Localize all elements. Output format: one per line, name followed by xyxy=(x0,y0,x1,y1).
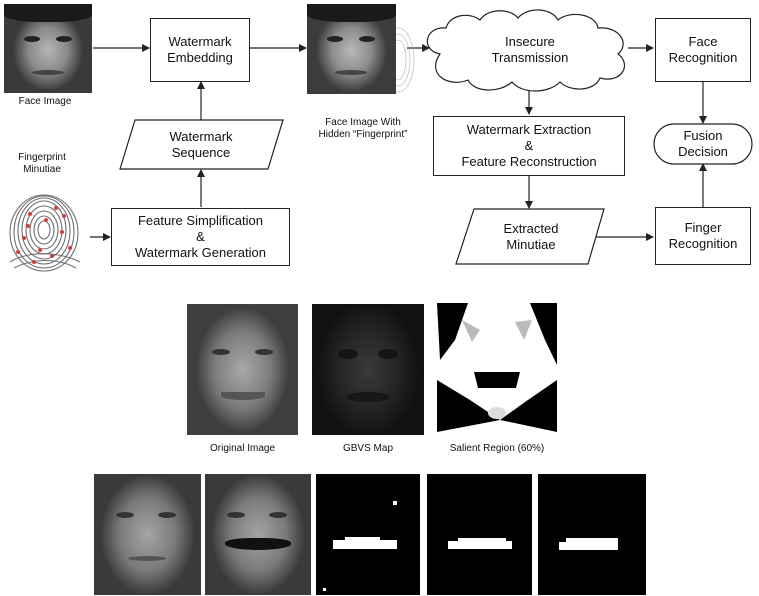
watermark-embedding-box: Watermark Embedding xyxy=(150,18,250,82)
extracted-minutiae-shape xyxy=(455,208,605,265)
fingerprint-image xyxy=(4,190,88,272)
bottom-face-moustache xyxy=(205,474,311,595)
face-image xyxy=(4,4,92,93)
watermark-extraction-box: Watermark Extraction & Feature Reconstru… xyxy=(433,116,625,176)
original-image xyxy=(187,304,298,435)
mask-image-3 xyxy=(538,474,646,595)
fingerprint-minutiae-label: Fingerprint Minutiae xyxy=(18,152,66,175)
mask-image-1 xyxy=(316,474,420,595)
caption-gbvs-map: GBVS Map xyxy=(342,443,394,454)
insecure-transmission-label: Insecure Transmission xyxy=(491,34,569,65)
face-image-with-hidden-fingerprint xyxy=(307,4,396,94)
salient-region-overlay xyxy=(437,303,557,432)
face-image-label: Face Image xyxy=(18,96,72,107)
insecure-transmission-cloud xyxy=(426,9,625,92)
bottom-face-original xyxy=(94,474,201,595)
caption-salient-region: Salient Region (60%) xyxy=(449,443,545,454)
face-recognition-box: Face Recognition xyxy=(655,18,751,82)
watermark-sequence-shape xyxy=(119,119,284,170)
feature-simplification-box: Feature Simplification & Watermark Gener… xyxy=(111,208,290,266)
fusion-decision-shape xyxy=(653,123,753,165)
finger-recognition-box: Finger Recognition xyxy=(655,207,751,265)
extracted-minutiae-label: Extracted Minutiae xyxy=(503,220,559,252)
fusion-decision-label: Fusion Decision xyxy=(678,128,728,159)
gbvs-map xyxy=(312,304,424,435)
watermark-sequence-label: Watermark Sequence xyxy=(169,128,233,160)
caption-original-image: Original Image xyxy=(209,443,276,454)
mask-image-2 xyxy=(427,474,532,595)
face-with-hidden-fingerprint-label: Face Image With Hidden “Fingerprint” xyxy=(318,117,408,140)
